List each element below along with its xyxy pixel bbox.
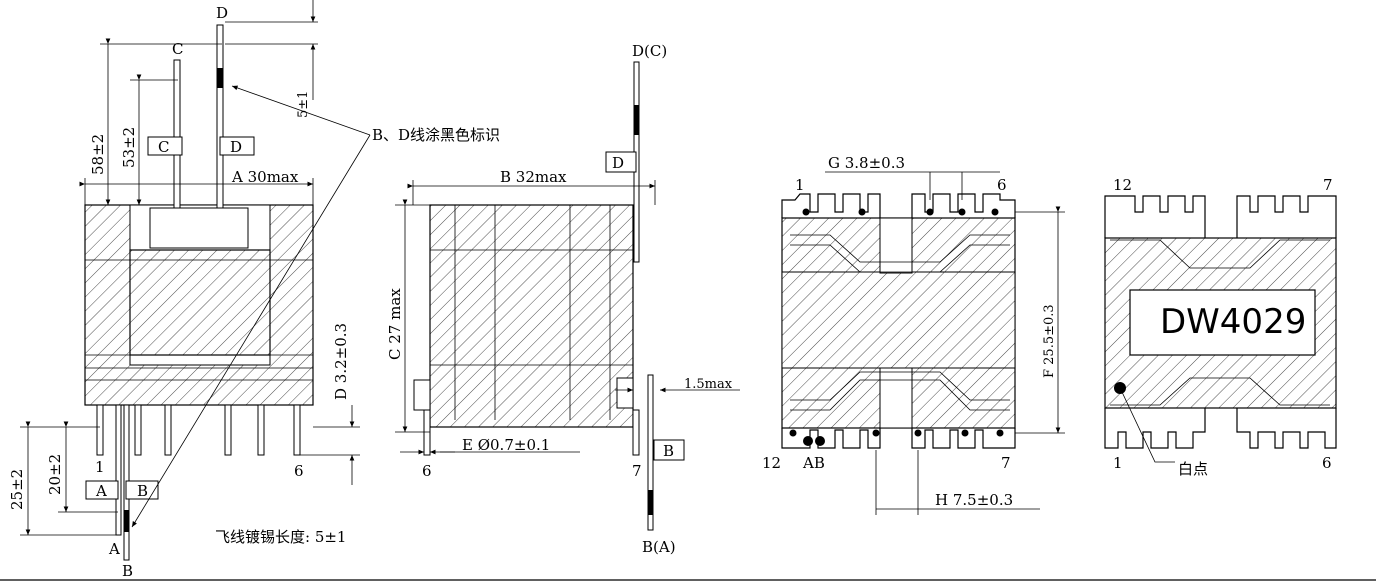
front-dim-5: 5±1 xyxy=(296,91,311,118)
side-dim-c: C 27 max xyxy=(386,288,404,360)
front-tag-b: B xyxy=(137,482,148,500)
front-tag-c: C xyxy=(158,138,169,156)
front-lead-d: D xyxy=(216,4,228,22)
front-dim-20: 20±2 xyxy=(46,454,64,495)
front-pin-1: 1 xyxy=(95,458,105,476)
front-tag-d: D xyxy=(230,138,242,156)
bottom-pin-12: 12 xyxy=(762,454,781,472)
top-pin-7: 7 xyxy=(1323,176,1333,194)
front-view xyxy=(20,0,371,561)
side-lead-ba: B(A) xyxy=(642,538,676,556)
top-dot-note: 白点 xyxy=(1178,460,1208,478)
front-pins xyxy=(96,404,301,456)
tin-length-note: 飞线镀锡长度: 5±1 xyxy=(215,528,346,546)
bottom-dim-h: H 7.5±0.3 xyxy=(935,491,1013,509)
side-dim-e: E Ø0.7±0.1 xyxy=(462,436,550,454)
side-dim-15: 1.5max xyxy=(684,377,733,392)
bottom-dim-g: G 3.8±0.3 xyxy=(828,154,905,172)
top-view xyxy=(1104,195,1337,463)
top-pin-1: 1 xyxy=(1113,454,1123,472)
bottom-dim-f: F 25.5±0.3 xyxy=(1042,304,1057,378)
side-tag-b: B xyxy=(663,442,674,460)
bottom-lead-ab: AB xyxy=(802,454,825,472)
bottom-pin-1: 1 xyxy=(795,176,805,194)
side-pin-6: 6 xyxy=(422,462,432,480)
top-part-label: DW4029 xyxy=(1160,302,1306,342)
front-lead-a: A xyxy=(108,540,120,558)
front-pin-6: 6 xyxy=(294,462,304,480)
front-dim-25: 25±2 xyxy=(8,469,26,510)
bottom-view xyxy=(781,171,1065,515)
side-tag-d: D xyxy=(612,154,624,172)
side-pin-7: 7 xyxy=(632,462,642,480)
side-view xyxy=(395,61,740,531)
front-tag-a: A xyxy=(95,482,107,500)
front-dim-d: D 3.2±0.3 xyxy=(332,323,350,400)
top-pin-12: 12 xyxy=(1113,176,1132,194)
front-lead-c: C xyxy=(172,40,183,58)
black-mark-note: B、D线涂黑色标识 xyxy=(372,126,500,144)
bottom-pin-7: 7 xyxy=(1001,454,1011,472)
front-dim-a: A 30max xyxy=(231,168,299,186)
front-lead-b: B xyxy=(122,562,133,580)
side-dim-b: B 32max xyxy=(500,168,567,186)
front-dim-53: 53±2 xyxy=(120,127,138,168)
front-dim-58: 58±2 xyxy=(89,134,107,175)
bottom-pin-6: 6 xyxy=(997,176,1007,194)
top-pin-6: 6 xyxy=(1322,454,1332,472)
side-lead-dc: D(C) xyxy=(632,42,667,60)
